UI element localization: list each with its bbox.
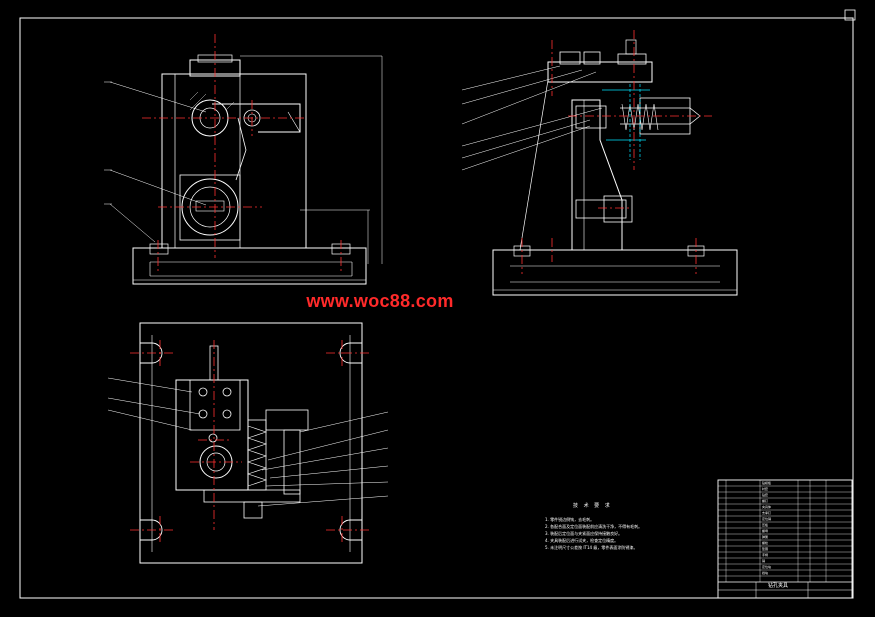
top-view	[107, 322, 389, 564]
part-name-cell: 定位销	[762, 517, 772, 521]
technical-notes-title: 技 术 要 求	[573, 503, 612, 509]
title-block-grid	[717, 479, 853, 599]
part-name-cell: 衬套	[762, 487, 769, 491]
technical-notes: 技 术 要 求 1. 零件锐边倒钝，去毛刺。 2. 各配合面及定位面装配前应清洗…	[545, 500, 705, 560]
front-view	[104, 54, 383, 285]
front-view-centerlines	[142, 34, 342, 272]
drawing-title: 钻孔夹具	[768, 583, 789, 589]
part-name-cell: 销	[762, 559, 766, 563]
part-name-cell: 压板	[762, 523, 769, 527]
site-watermark: www.woc88.com	[306, 291, 454, 311]
part-name-cell: 螺钉	[762, 499, 769, 503]
note-line: 5. 未注明尺寸公差按 IT14 级，零件表面涂防锈漆。	[545, 545, 638, 550]
note-line: 1. 零件锐边倒钝，去毛刺。	[545, 517, 595, 522]
side-view-cyan-details	[602, 84, 650, 160]
side-view-centerlines	[521, 30, 712, 274]
side-view	[461, 39, 738, 296]
front-body	[161, 73, 307, 249]
part-name-cell: 钻模板	[762, 481, 772, 485]
top-view-centerlines	[130, 340, 372, 544]
note-line: 3. 装配后定位面与夹紧面应保持接触良好。	[545, 531, 623, 536]
frame-corner-mark	[844, 9, 856, 21]
part-name-cell: 弹簧	[762, 535, 769, 539]
part-name-cell: 定位块	[762, 565, 772, 569]
drawing-frame	[19, 17, 854, 599]
side-column	[571, 99, 623, 251]
part-name-cell: 钻套	[762, 493, 769, 497]
note-line: 2. 各配合面及定位面装配前应清洗干净，不得有毛刺。	[545, 524, 643, 529]
part-name-cell: 螺母	[762, 529, 769, 533]
part-name-cell: 垫圈	[762, 547, 769, 551]
title-block: 钻模板 衬套 钻套 螺钉 夹具体 支承钉 定位销 压板 螺母 弹簧 螺栓 垫圈 …	[718, 480, 852, 598]
part-name-cell: 螺栓	[762, 541, 769, 545]
note-line: 4. 夹具装配后进行试夹，检查定位精度。	[545, 538, 619, 543]
top-base-plate	[139, 322, 363, 564]
part-name-cell: 支承钉	[762, 511, 772, 515]
part-name-cell: 挡块	[762, 571, 769, 575]
part-name-cell: 手柄	[762, 553, 769, 557]
part-name-cell: 夹具体	[762, 505, 772, 509]
